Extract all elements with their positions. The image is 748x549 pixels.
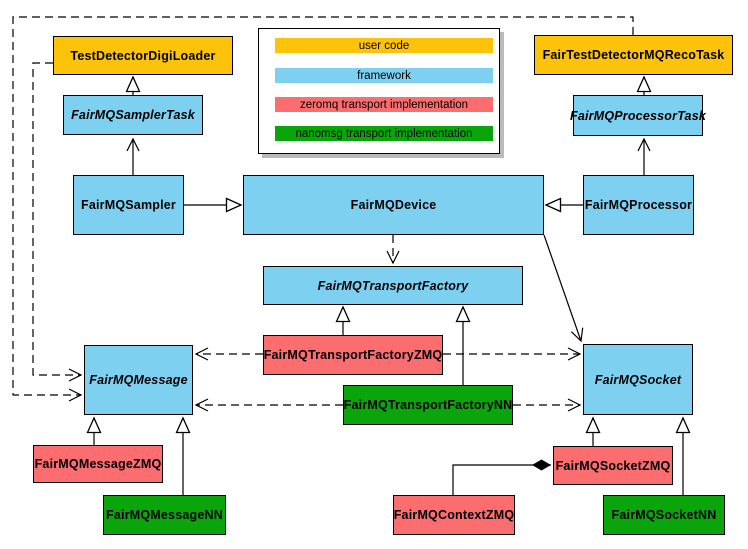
node-fairmqsamplertask: FairMQSamplerTask	[63, 95, 203, 135]
node-fairmqmessagenn: FairMQMessageNN	[103, 495, 226, 535]
node-fairmqtransportfactorynn: FairMQTransportFactoryNN	[343, 385, 513, 425]
node-fairmqprocessortask: FairMQProcessorTask	[570, 95, 706, 136]
node-testdetectordigiloader: TestDetectorDigiLoader	[53, 36, 233, 75]
node-fairmqprocessor: FairMQProcessor	[583, 175, 694, 235]
legend: user code framework zeromq transport imp…	[258, 28, 500, 154]
legend-item-zeromq: zeromq transport implementation	[275, 97, 493, 112]
node-fairmqdevice: FairMQDevice	[243, 175, 544, 235]
legend-item-framework: framework	[275, 68, 493, 83]
node-fairmqtransportfactoryzmq: FairMQTransportFactoryZMQ	[263, 335, 443, 375]
edge-contextzmq-socketzmq	[452, 459, 551, 495]
node-fairmqsocketnn: FairMQSocketNN	[603, 495, 725, 535]
node-fairmqcontextzmq: FairMQContextZMQ	[393, 495, 515, 535]
node-fairmqmessagezmq: FairMQMessageZMQ	[33, 445, 163, 483]
edge-recotask-message	[12, 16, 634, 402]
edge-device-socket	[543, 234, 584, 343]
node-fairmqsampler: FairMQSampler	[73, 175, 184, 235]
node-fairtestdetectormqrecotask: FairTestDetectorMQRecoTask	[534, 35, 733, 75]
legend-item-nanomsg: nanomsg transport implementation	[275, 126, 493, 141]
node-fairmqsocket: FairMQSocket	[583, 344, 693, 415]
node-fairmqsocketzmq: FairMQSocketZMQ	[553, 446, 673, 485]
legend-item-user-code: user code	[275, 38, 493, 53]
node-fairmqmessage: FairMQMessage	[84, 345, 193, 415]
edge-digiloader-message	[32, 62, 83, 382]
node-fairmqtransportfactory: FairMQTransportFactory	[263, 266, 523, 305]
